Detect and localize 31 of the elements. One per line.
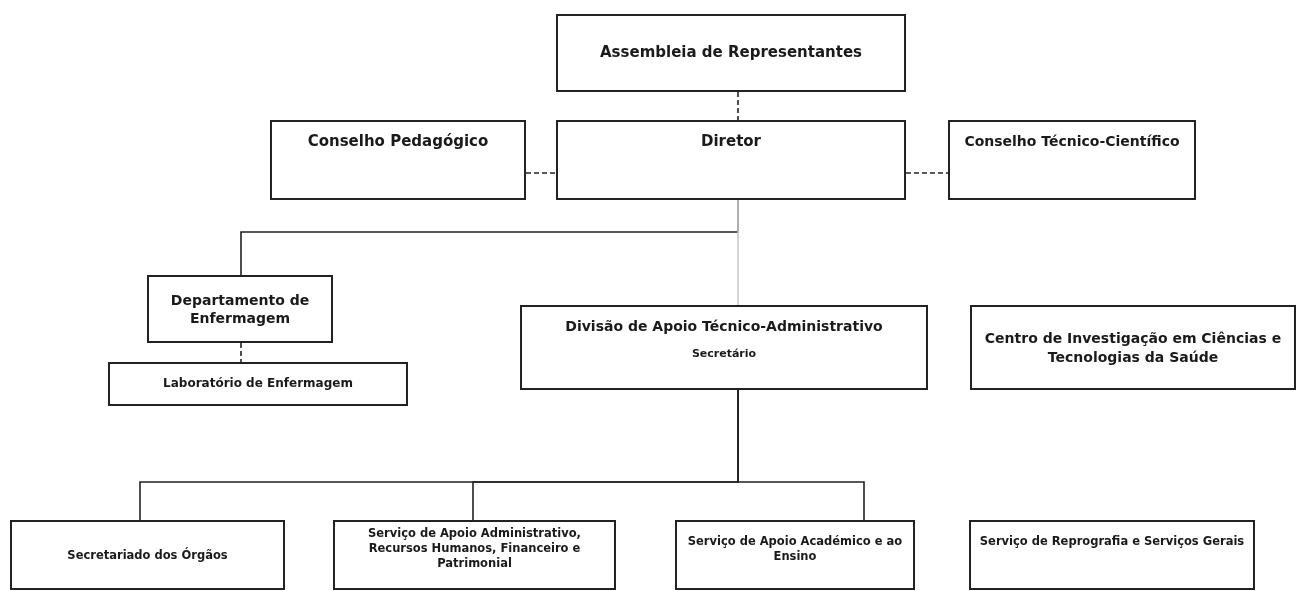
unit-name: Assembleia de Representantes [600,43,862,63]
unit-name: Divisão de Apoio Técnico-Administrativo [565,317,883,336]
unit-name: Secretariado dos Órgãos [67,547,228,563]
org-unit-box [969,520,1255,590]
connector-line [525,172,557,174]
connector-line [240,342,242,363]
org-unit-box [108,362,408,406]
unit-name: Diretor [700,132,761,152]
org-unit-box [10,520,285,590]
org-unit-box [147,275,333,343]
org-unit-box [675,520,915,590]
org-unit-box [520,305,928,390]
org-unit-box [270,120,526,200]
unit-name: Serviço de Reprografia e Serviços Gerais [979,534,1245,549]
connector-line [737,199,739,306]
org-unit-box [556,14,906,92]
unit-name: Centro de Investigação em Ciências e Tecnologias da Saúde [983,329,1283,366]
org-unit-box [556,120,906,200]
connector-line [905,172,949,174]
unit-name: Departamento de Enfermagem [169,290,311,328]
unit-name: Serviço de Apoio Administrativo, Recursos Humanos, Financeiro e Patrimonial [367,526,582,571]
org-unit-box [333,520,616,590]
org-unit-box [970,305,1296,390]
unit-name: Conselho Técnico-Científico [964,132,1180,151]
connector-line [737,91,739,121]
unit-role: Secretário [691,347,757,362]
unit-name: Laboratório de Enfermagem [163,376,353,392]
connector-line [737,389,865,521]
org-unit-box [948,120,1196,200]
unit-name: Conselho Pedagógico [307,132,489,152]
unit-name: Serviço de Apoio Académico e ao Ensino [686,534,904,564]
